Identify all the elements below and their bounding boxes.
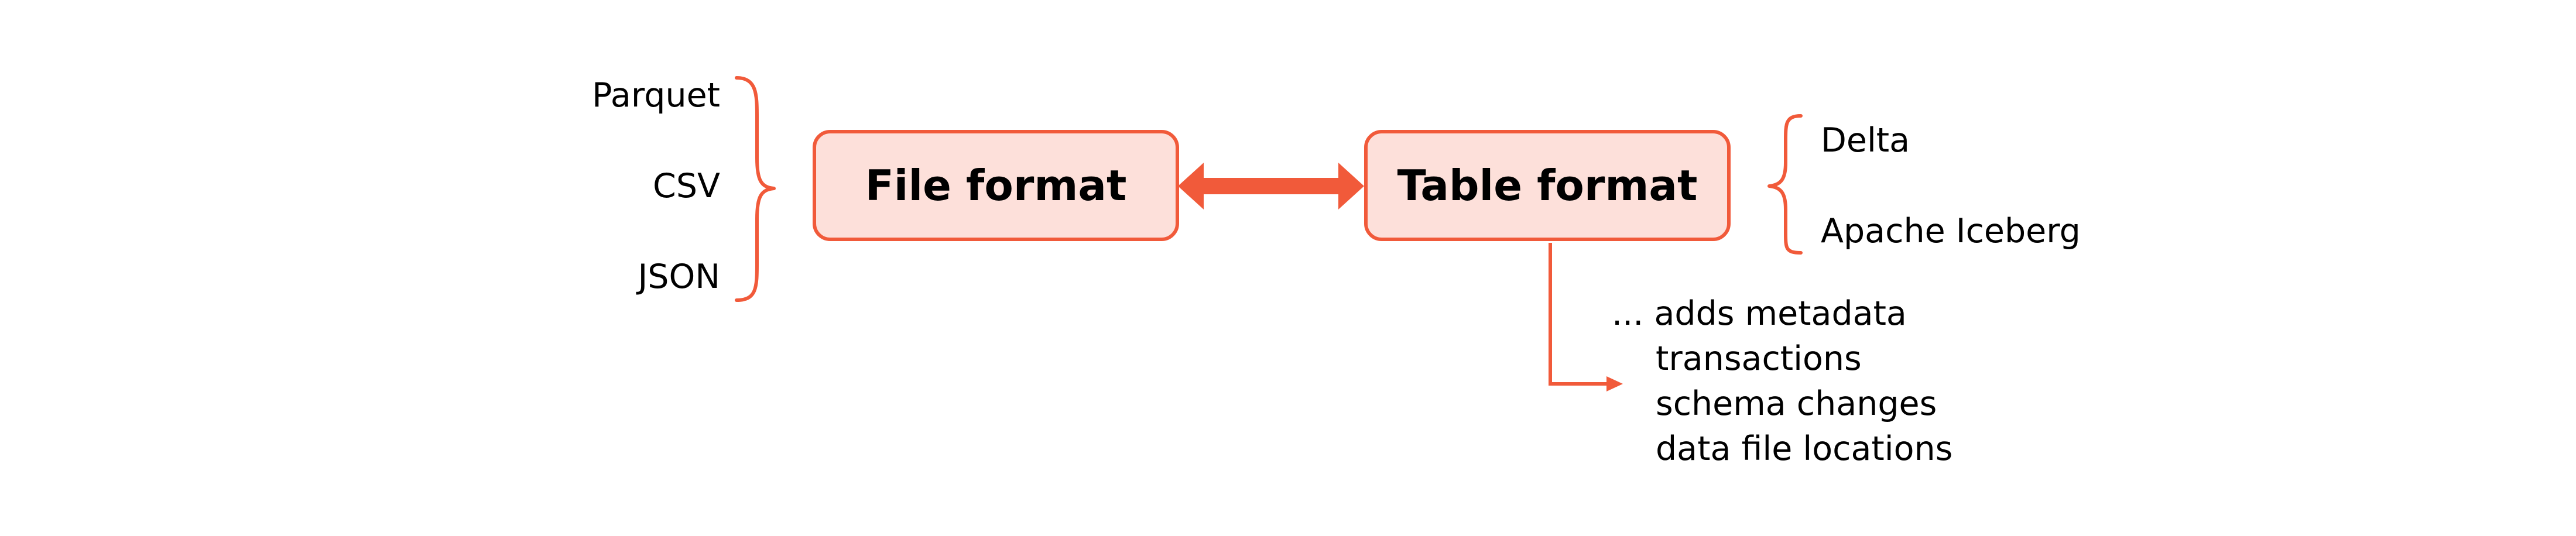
file-format-brace (735, 76, 776, 302)
metadata-item-data-file-locations: data file locations (1656, 430, 1953, 468)
file-format-label: File format (865, 161, 1127, 210)
file-format-example-json: JSON (638, 257, 721, 296)
file-format-example-parquet: Parquet (592, 76, 720, 115)
table-format-example-delta: Delta (1821, 121, 1910, 160)
metadata-connector-line (1549, 243, 1609, 386)
bidirectional-arrow (1178, 163, 1364, 209)
file-format-example-csv: CSV (653, 167, 720, 205)
table-format-label: Table format (1397, 161, 1698, 210)
file-format-box: File format (813, 130, 1179, 241)
table-format-brace (1767, 114, 1803, 255)
metadata-item-schema-changes: schema changes (1656, 384, 1937, 423)
metadata-item-transactions: transactions (1656, 339, 1862, 378)
metadata-connector-arrowhead (1606, 376, 1623, 391)
table-format-example-iceberg: Apache Iceberg (1821, 212, 2081, 250)
metadata-heading: ... adds metadata (1612, 294, 1907, 333)
table-format-box: Table format (1364, 130, 1731, 241)
